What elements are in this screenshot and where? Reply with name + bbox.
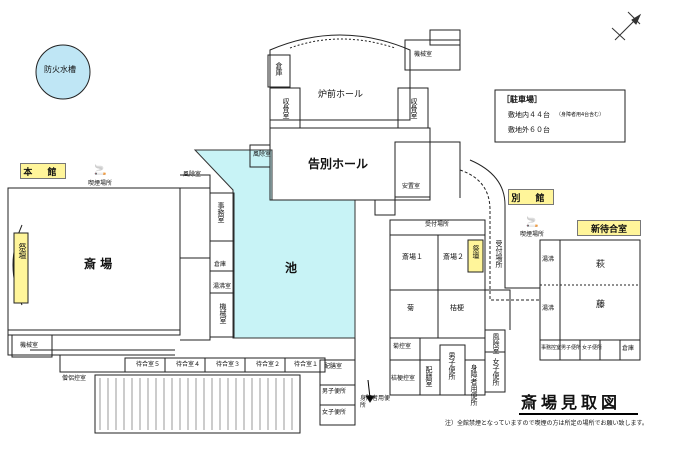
toilet-dis-label: 身障者用便所: [360, 395, 391, 409]
machine-left-label: 機械室: [20, 342, 39, 349]
new-toilet-m-label: 男子便所: [561, 345, 582, 351]
new-waiting-tag: 新待合室: [577, 220, 641, 236]
annex-toilet-dis-label: 身障者用便所: [470, 364, 478, 406]
parking-line1-paren: （身障者用4台含む）: [556, 112, 605, 118]
ash-left-label: 収骨室: [282, 98, 290, 119]
upper-machine-label: 機械室: [414, 51, 433, 58]
parking-heading: ［駐車場］: [502, 95, 542, 104]
annex-altar-label: 祭壇: [472, 245, 480, 259]
wait1-label: 待合室１: [294, 361, 319, 368]
pond-label: 池: [285, 261, 298, 275]
annex-reception-side-label: 受付場所: [495, 240, 503, 268]
main-smoking-label: 喫煙場所: [88, 180, 113, 187]
annex-reception-top-label: 受付場所: [425, 221, 450, 228]
kikyo-label: 桔梗: [450, 304, 464, 312]
ash-right-label: 収骨室: [410, 98, 418, 119]
parking-line2: 敷地外６０台: [508, 126, 550, 134]
wait5-label: 待合室５: [136, 361, 161, 368]
new-hot1-label: 湯沸: [542, 256, 555, 263]
annex-dispatch-label: 配膳室: [425, 366, 433, 387]
fuji-label: 藤: [596, 300, 606, 310]
annex-toilet-m-label: 男子便所: [448, 352, 456, 380]
upper-warehouse-label: 倉庫: [275, 62, 283, 76]
wait3-label: 待合室３: [216, 361, 241, 368]
annex-tag: 別 館: [508, 189, 554, 205]
annex-smoking-icon: 🚬: [526, 217, 539, 228]
new-hot2-label: 湯沸: [542, 305, 555, 312]
north-arrow-icon: [611, 11, 642, 41]
parking-legend-box: [494, 89, 626, 143]
annex-wind-label: 風除室: [492, 333, 500, 354]
smoking-note: 注）全館禁煙となっていますので喫煙の方は所定の場所でお願い致します。: [445, 420, 648, 427]
machine-right-label: 機械室: [219, 303, 227, 324]
toilet-m-label: 男子便所: [322, 388, 347, 395]
main-altar-label: 祭壇: [18, 243, 27, 259]
wait4-label: 待合室４: [176, 361, 201, 368]
new-toilet-f-label: 女子便所: [582, 345, 603, 351]
dispatch-label: 配膳室: [324, 363, 343, 370]
wait2-label: 待合室２: [256, 361, 281, 368]
pond-area: [193, 149, 356, 339]
main-building-tag: 本 館: [20, 163, 66, 179]
annex-smoking-label: 喫煙場所: [520, 231, 545, 238]
annex-hall2-label: 斎場２: [443, 253, 464, 261]
main-hall-label: 斎 場: [84, 257, 113, 271]
fire-tank-label: 防火水槽: [44, 65, 76, 74]
anchi-label: 安置室: [402, 183, 421, 190]
furnace-hall-label: 炉前ホール: [318, 90, 364, 100]
farewell-hall-label: 告別ホール: [308, 157, 369, 171]
new-storage-label: 倉庫: [622, 345, 635, 352]
hagi-label: 萩: [596, 260, 606, 270]
hot-water-label: 湯沸室: [213, 283, 232, 290]
annex-hall1-label: 斎場１: [402, 253, 423, 261]
fuuro-label: 風除室: [183, 171, 202, 178]
map-title: 斎場見取図: [521, 393, 622, 412]
smoking-icon: 🚬: [94, 165, 107, 176]
wind-room-label: 風除室: [253, 151, 272, 158]
warehouse1-label: 倉庫: [214, 261, 227, 268]
office-label: 事務室: [217, 202, 225, 223]
fire-tank-circle: [35, 44, 91, 100]
kiku-label: 菊: [407, 304, 414, 312]
kikyo-ctrl-label: 桔梗控室: [391, 375, 416, 382]
kiku-ctrl-label: 菊控室: [393, 343, 412, 350]
toilet-f-label: 女子便所: [322, 409, 347, 416]
parking-line1: 敷地内４４台: [508, 111, 550, 119]
new-office-label: 事務控室: [541, 345, 562, 351]
annex-toilet-f-label: 女子便所: [492, 358, 500, 386]
priest-room-label: 僧侶控室: [62, 375, 87, 382]
